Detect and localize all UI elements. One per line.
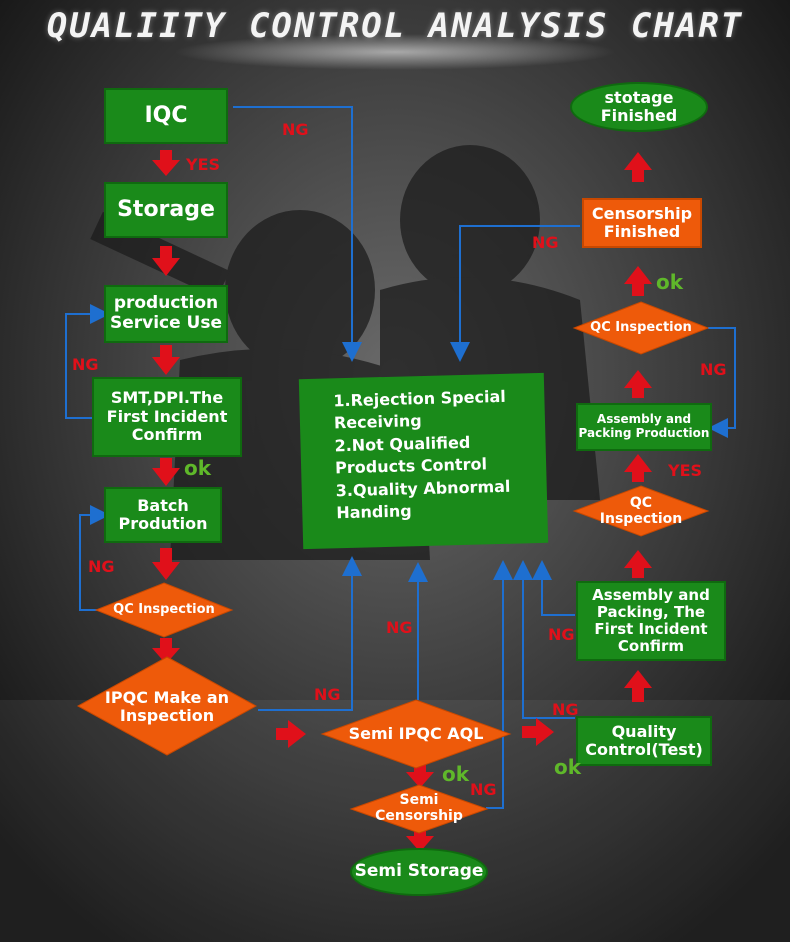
arrow-quality-assembly <box>624 670 652 702</box>
storage-finished-ellipse: stotage Finished <box>570 82 708 132</box>
smt-ng-loop <box>65 304 110 419</box>
semi-censorship-shape <box>349 784 489 834</box>
assembly-packing-first-incident-box: Assembly and Packing, The First Incident… <box>576 581 726 661</box>
ng-label-smt: NG <box>72 355 99 374</box>
arrow-assembly-qc <box>624 550 652 578</box>
qc-inspection-right-lower: QC Inspection <box>599 494 683 527</box>
quality-test-ng-line <box>513 560 575 719</box>
quality-control-test-box: Quality Control(Test) <box>576 716 712 766</box>
arrow-qc-assembly-packing <box>624 454 652 482</box>
iqc-box: IQC <box>104 88 228 144</box>
arrow-censorship-stotage <box>624 152 652 182</box>
ok-label-aql: ok <box>442 762 470 786</box>
storage-box: Storage <box>104 182 228 238</box>
assembly-packing-production-box: Assembly and Packing Production <box>576 403 712 451</box>
central-handling-box: 1.Rejection Special Receiving 2.Not Qual… <box>298 372 549 550</box>
censorship-ng-line <box>450 225 580 362</box>
qc-left-ng-loop <box>79 505 110 611</box>
assembly-first-ng-line <box>532 560 575 616</box>
qc-inspection-right-upper: QC Inspection <box>590 319 692 335</box>
central-line-3: 3.Quality Abnormal Handing <box>335 476 511 523</box>
ipqc-make-inspection: IPQC Make an Inspection <box>104 687 230 725</box>
ng-label-qc-left: NG <box>88 557 115 576</box>
qc-right-upper-ng-loop <box>708 327 736 438</box>
qc-inspection-right-lower-shape <box>572 485 710 537</box>
smt-dpi-first-incident-box: SMT,DPI.The First Incident Confirm <box>92 377 242 457</box>
chart-title: QUALIITY CONTROL ANALYSIS CHART <box>46 6 744 46</box>
arrow-aql-quality <box>522 718 554 746</box>
arrow-qc-censorship <box>624 266 652 296</box>
ok-label-smt: ok <box>184 456 212 480</box>
ng-label-quality: NG <box>552 700 579 719</box>
central-line-1: 1.Rejection Special Receiving <box>333 386 506 433</box>
ipqc-ng-line <box>258 556 362 711</box>
qc-inspection-right-upper-shape <box>572 301 710 355</box>
semi-censorship-ng-line <box>486 560 513 809</box>
arrow-iqc-storage <box>152 150 180 176</box>
ng-label-aql: NG <box>386 618 413 637</box>
arrow-production-smt <box>152 345 180 375</box>
ok-label-qc-right-upper: ok <box>656 270 684 294</box>
arrow-storage-production <box>152 246 180 276</box>
arrow-qc-ipqc <box>152 638 180 664</box>
semi-censorship: Semi Censorship <box>375 791 463 824</box>
semi-ipqc-aql-shape <box>320 699 512 769</box>
production-service-use-box: production Service Use <box>104 285 228 343</box>
arrow-ipqc-aql <box>276 720 306 748</box>
ng-label-assembly-first: NG <box>548 625 575 644</box>
qc-inspection-left: QC Inspection <box>113 601 215 617</box>
ng-label-semi-censorship: NG <box>470 780 497 799</box>
ipqc-inspection-shape <box>76 656 258 756</box>
yes-label-iqc: YES <box>186 155 221 174</box>
semi-storage-ellipse: Semi Storage <box>350 848 488 896</box>
censorship-finished-box: Censorship Finished <box>582 198 702 248</box>
ng-label-censorship: NG <box>532 233 559 252</box>
arrow-aql-semi-censorship <box>406 760 434 788</box>
arrow-semi-censorship-storage <box>406 826 434 852</box>
arrow-batch-qc <box>152 548 180 580</box>
ok-label-quality: ok <box>554 755 582 779</box>
ng-label-iqc: NG <box>282 120 309 139</box>
arrow-assembly-qc-upper <box>624 370 652 398</box>
iqc-ng-line <box>233 106 362 362</box>
arrow-smt-batch <box>152 458 180 486</box>
central-line-2: 2.Not Qualified Products Control <box>334 432 488 478</box>
yes-label-qc-right: YES <box>668 461 703 480</box>
semi-ipqc-aql: Semi IPQC AQL <box>348 723 484 743</box>
ng-label-qc-right-upper: NG <box>700 360 727 379</box>
qc-inspection-left-shape <box>94 582 234 638</box>
batch-production-box: Batch Prodution <box>104 487 222 543</box>
ng-label-ipqc: NG <box>314 685 341 704</box>
